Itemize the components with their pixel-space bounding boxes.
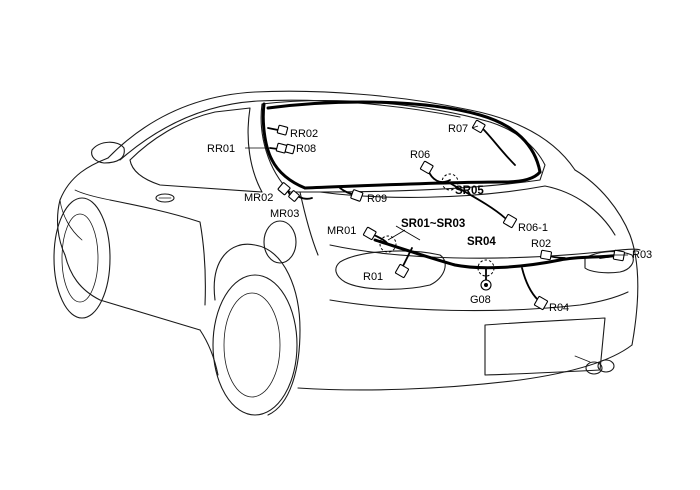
label-r06-1: R06-1: [518, 222, 548, 234]
label-rr02: RR02: [290, 128, 319, 140]
connector-mr03: [288, 190, 300, 202]
label-mr01: MR01: [327, 225, 357, 237]
splice-sr04: [477, 259, 495, 277]
label-g08: G08: [470, 294, 491, 306]
connectors: [275, 119, 626, 311]
connector-r08: [284, 143, 296, 155]
connector-r01: [394, 263, 410, 279]
splice-sr05: [441, 173, 459, 191]
label-r04: R04: [549, 302, 570, 314]
label-r02: R02: [531, 238, 552, 250]
car-body-outline: [53, 90, 641, 416]
connector-rr02: [276, 124, 289, 136]
label-r09: R09: [367, 193, 388, 205]
connector-r06: [419, 160, 434, 175]
label-sr04: SR04: [467, 236, 496, 248]
connector-r06-1: [502, 213, 518, 229]
connector-r04: [533, 295, 549, 311]
label-mr02: MR02: [244, 192, 274, 204]
harness-branches: [267, 125, 615, 301]
label-r08: R08: [296, 143, 317, 155]
splice-sr01-sr03: [379, 235, 397, 253]
leader-lines: [245, 125, 628, 256]
label-mr03: MR03: [270, 208, 300, 220]
label-r01: R01: [363, 271, 384, 283]
label-rr01: RR01: [207, 143, 236, 155]
connector-mr01: [362, 226, 377, 241]
connector-r07: [471, 119, 486, 134]
label-r06: R06: [410, 149, 431, 161]
label-r03: R03: [632, 249, 653, 261]
connector-r02: [539, 249, 553, 261]
splice-markers: [379, 173, 495, 277]
label-sr01-sr03: SR01~SR03: [401, 218, 466, 230]
connector-mr02: [277, 182, 291, 196]
connector-r09: [350, 189, 364, 202]
label-r07: R07: [448, 123, 469, 135]
label-sr05: SR05: [455, 185, 484, 197]
main-harness: [261, 100, 622, 270]
connector-r03: [612, 249, 626, 262]
